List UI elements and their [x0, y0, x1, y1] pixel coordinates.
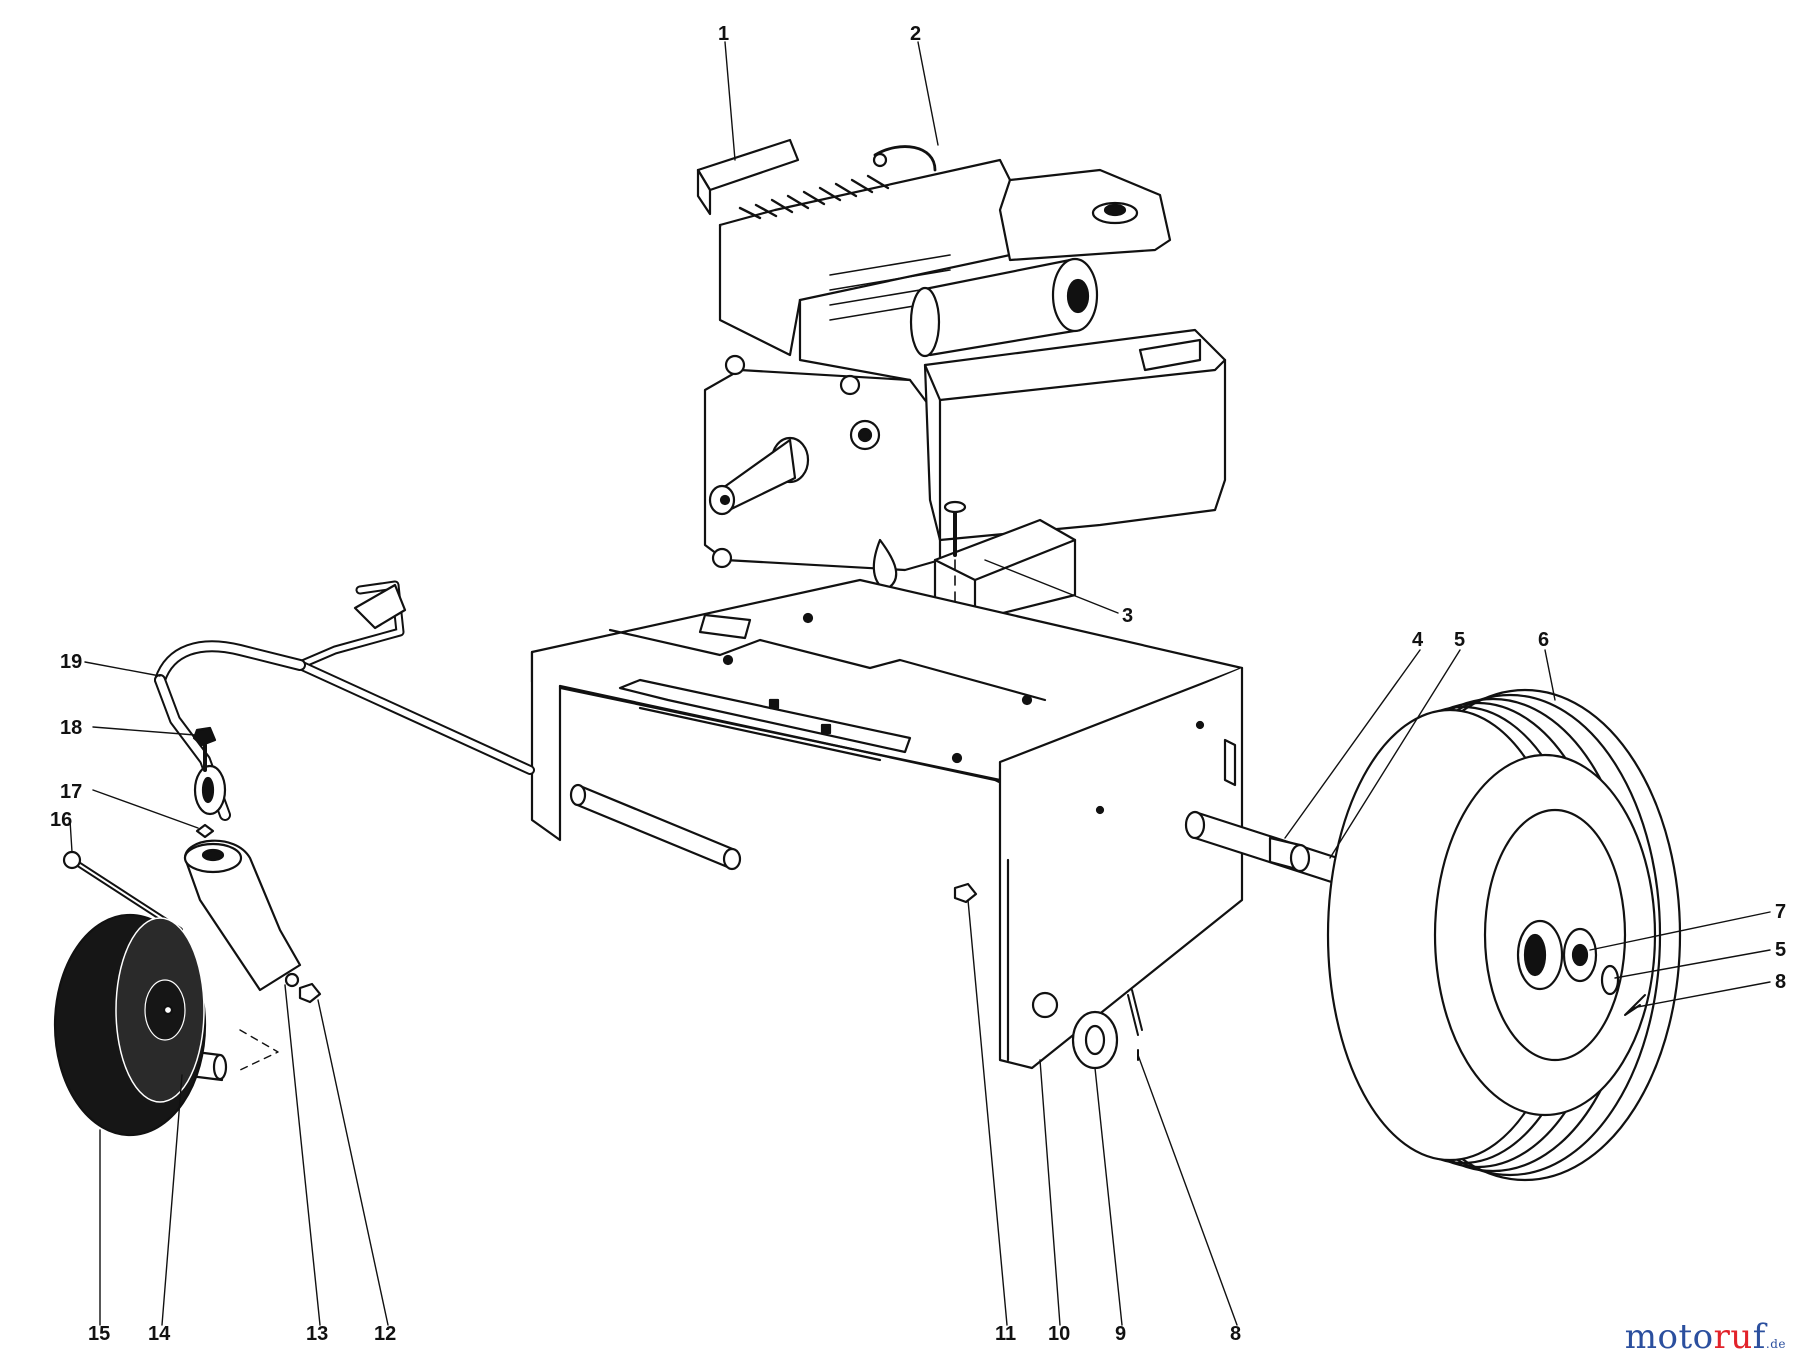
callout-11: 11	[995, 1323, 1016, 1345]
callout-1: 1	[718, 23, 729, 45]
callout-18: 18	[60, 717, 82, 739]
watermark-part1: moto	[1624, 1317, 1714, 1357]
callout-13: 13	[306, 1323, 328, 1345]
callout-19: 19	[60, 651, 82, 673]
watermark-tld: .de	[1765, 1337, 1786, 1351]
engine-bracket	[696, 138, 800, 192]
engine	[696, 138, 1227, 622]
frame-chassis	[530, 578, 1244, 1070]
callout-17: 17	[60, 781, 82, 803]
callout-7: 7	[1775, 901, 1786, 923]
caster-fork	[183, 839, 302, 992]
callout-16: 16	[50, 809, 72, 831]
callout-10: 10	[1048, 1323, 1070, 1345]
callout-labels: 1 2 3 4 5 6 7 5 8 8 9 10 11 12 13 14 15 …	[50, 23, 1786, 1345]
callout-15: 15	[88, 1323, 110, 1345]
callout-14: 14	[148, 1323, 171, 1345]
washer-and-pin	[1071, 989, 1143, 1070]
cooling-fins	[738, 174, 890, 220]
callout-8a: 8	[1775, 971, 1786, 993]
watermark-part2: ru	[1713, 1317, 1753, 1357]
fuel-tank	[998, 168, 1172, 262]
watermark-logo: motoruf.de	[1625, 1317, 1786, 1357]
main-wheel-assembly	[1184, 688, 1682, 1182]
callout-5b: 5	[1775, 939, 1786, 961]
nut-11	[953, 882, 978, 904]
axle-rod	[569, 783, 742, 871]
leader-lines	[69, 41, 1771, 1326]
caster-assembly	[53, 726, 322, 1137]
callout-2: 2	[910, 23, 921, 45]
callout-9: 9	[1115, 1323, 1126, 1345]
fuel-box	[923, 328, 1227, 542]
callout-8b: 8	[1230, 1323, 1241, 1345]
watermark-part3: f	[1752, 1317, 1766, 1357]
callout-6: 6	[1538, 629, 1549, 651]
callout-3: 3	[1122, 605, 1133, 627]
callout-12: 12	[374, 1323, 396, 1345]
callout-4: 4	[1412, 629, 1424, 651]
callout-5a: 5	[1454, 629, 1465, 651]
crankcase	[703, 368, 942, 572]
caster-arm	[154, 580, 535, 821]
